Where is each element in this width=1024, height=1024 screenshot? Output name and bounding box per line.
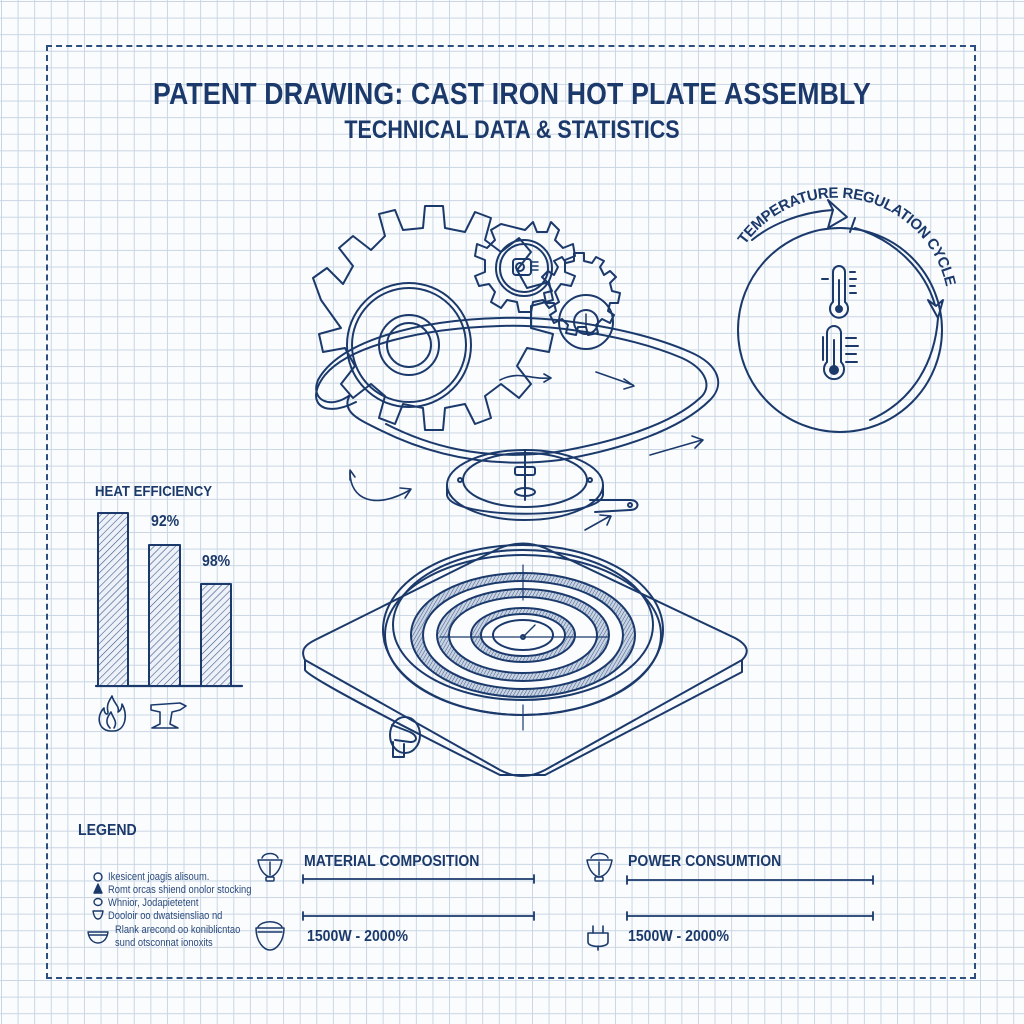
material-composition-value: 1500W - 2000% — [307, 928, 408, 945]
efficiency-title: HEAT EFFICIENCY — [95, 483, 213, 500]
thermostat-disc — [446, 449, 639, 521]
bar-2-label: 92% — [151, 513, 180, 530]
legend-item: Whnior, Jodapietetent — [108, 897, 199, 909]
power-spec-lines — [626, 875, 874, 921]
funnel-icon-2 — [586, 852, 613, 882]
plug-icon — [587, 925, 609, 951]
pot-icon — [255, 921, 285, 951]
anvil-icon — [150, 702, 187, 729]
thermometer-low-icon — [821, 265, 857, 319]
filled-drop-icon — [93, 883, 103, 894]
flow-arrows — [349, 371, 704, 531]
legend-item: sund otsconnat ionoxits — [115, 937, 213, 949]
legend-item: Dooloir oo dwatsiensliao nd — [108, 910, 223, 922]
circle-outline-icon — [93, 872, 103, 882]
legend-icons — [87, 872, 109, 944]
heating-tube — [315, 316, 720, 464]
page-subtitle: TECHNICAL DATA & STATISTICS — [344, 116, 680, 144]
legend-item: Rlank arecond oo koniblicntao — [115, 924, 241, 936]
legend-item: Romt orcas shiend onolor stocking — [108, 884, 252, 896]
power-consumption-label: POWER CONSUMTION — [628, 853, 782, 870]
temperature-cycle-ring — [737, 199, 944, 433]
small-gear-icon — [541, 252, 621, 350]
page-title: PATENT DRAWING: CAST IRON HOT PLATE ASSE… — [152, 76, 872, 111]
bar-1 — [97, 512, 129, 687]
control-knob — [389, 716, 421, 758]
heating-coil — [410, 564, 636, 731]
thermometer-high-icon — [822, 325, 859, 381]
ring-icon — [93, 897, 103, 907]
heat-efficiency-chart — [94, 512, 244, 688]
power-consumption-value: 1500W - 2000% — [628, 928, 729, 945]
material-spec-lines — [302, 874, 535, 921]
bar-2 — [148, 544, 181, 687]
flame-icon — [98, 695, 127, 732]
legend-item: Ikesicent joagis alisoum. — [108, 871, 210, 883]
bar-3 — [200, 583, 232, 687]
bowl-icon — [87, 931, 109, 944]
material-composition-label: MATERIAL COMPOSITION — [304, 853, 480, 870]
bar-3-label: 98% — [202, 553, 231, 570]
funnel-icon — [257, 852, 283, 882]
medium-gear-icon — [474, 221, 576, 313]
drawing-border — [46, 45, 976, 979]
cup-icon — [92, 910, 104, 920]
legend-title: LEGEND — [78, 822, 137, 839]
